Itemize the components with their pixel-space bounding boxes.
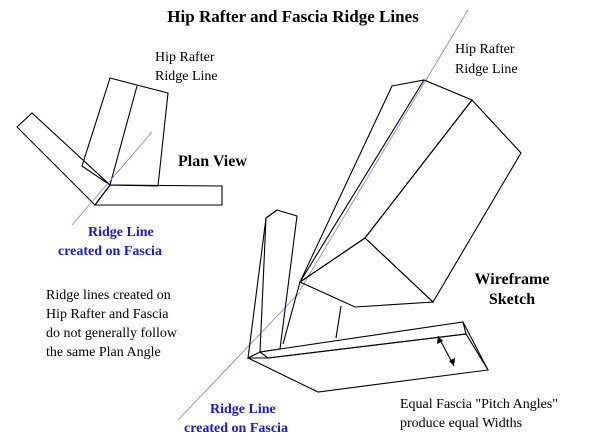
wireframe-note-line1: Equal Fascia "Pitch Angles": [400, 397, 558, 412]
remark-line3: do not generally follow: [46, 326, 178, 341]
wireframe-left-fascia: [247, 209, 298, 359]
remark-line2: Hip Rafter and Fascia: [46, 307, 169, 322]
wireframe-hip-top-face: [298, 79, 473, 284]
diagram-title: Hip Rafter and Fascia Ridge Lines: [167, 7, 419, 26]
wireframe-hip-underside-2: [335, 305, 342, 339]
width-arrow-head-top: [437, 336, 443, 344]
wireframe-bottom-fascia-edge: [462, 321, 489, 371]
wireframe-drawing: [177, 9, 522, 421]
wireframe-bottom-fascia-top: [258, 321, 467, 359]
plan-view-heading: Plan View: [178, 153, 247, 170]
plan-fascia-left-arm: [16, 112, 111, 206]
wireframe-bottom-fascia-front: [247, 333, 489, 393]
wireframe-fascia-ridge-line: [177, 291, 301, 421]
wireframe-note-line2: produce equal Widths: [400, 416, 522, 431]
wireframe-heading-line1: Wireframe: [475, 271, 550, 288]
wireframe-hip-top-edge: [299, 79, 425, 283]
plan-hip-label-line1: Hip Rafter: [155, 50, 215, 65]
wireframe-hip-ridge-line: [299, 9, 469, 291]
wireframe-hip-label-line1: Hip Rafter: [455, 42, 515, 57]
wireframe-hip-bottom-face: [298, 237, 435, 308]
plan-fascia-ridge-line: [71, 131, 153, 226]
plan-fascia-right-arm: [93, 184, 223, 206]
remark-line1: Ridge lines created on: [46, 288, 171, 303]
wireframe-hip-label-line2: Ridge Line: [455, 62, 518, 77]
plan-hip-rafter-ridge-edge: [109, 85, 138, 186]
width-arrow-head-bottom: [449, 358, 455, 366]
plan-fascia-label-line2: created on Fascia: [58, 244, 162, 259]
wireframe-fascia-label-line1: Ridge Line: [210, 402, 276, 417]
plan-hip-label-line2: Ridge Line: [155, 69, 218, 84]
wireframe-left-fascia-inner: [259, 217, 267, 353]
plan-hip-rafter: [81, 77, 169, 187]
wireframe-heading-line2: Sketch: [489, 291, 535, 308]
wireframe-fascia-label-line2: created on Fascia: [184, 421, 288, 436]
remark-line4: the same Plan Angle: [46, 345, 161, 360]
wireframe-left-fascia-top: [265, 209, 278, 219]
plan-view-drawing: [16, 77, 223, 226]
plan-fascia-label-line1: Ridge Line: [88, 225, 154, 240]
wireframe-hip-underside-1: [282, 281, 301, 345]
